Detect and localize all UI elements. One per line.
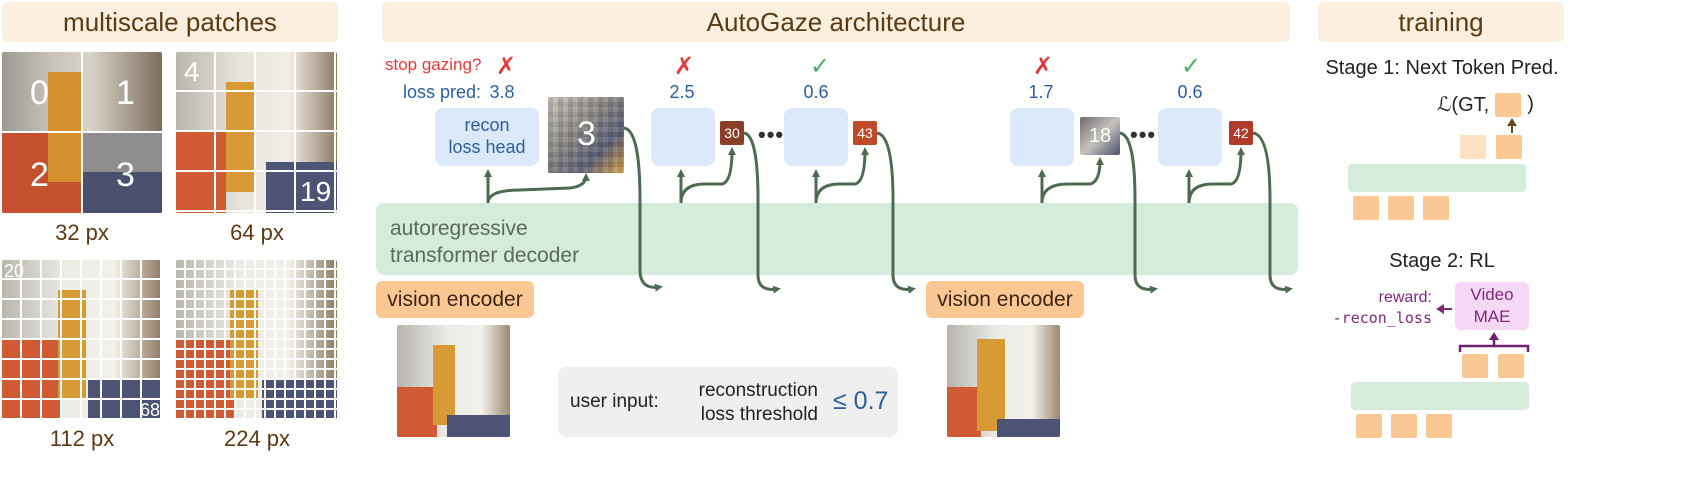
threshold-label: reconstruction loss threshold — [676, 379, 818, 427]
input-token — [1356, 414, 1382, 438]
threshold-label-line1: reconstruction — [698, 380, 818, 401]
patch-number: 4 — [184, 56, 200, 87]
user-input-box: user input: reconstruction loss threshol… — [558, 367, 898, 437]
vision-encoder: vision encoder — [926, 281, 1084, 318]
stop-no-mark: ✗ — [674, 53, 695, 80]
selected-patch: 18 — [1080, 117, 1120, 155]
stage2-decoder — [1351, 382, 1529, 410]
loss-pred-label: loss pred: — [403, 82, 482, 102]
mae-label-line1: Video — [1470, 285, 1514, 304]
stage2-label: Stage 2: RL — [1389, 250, 1495, 272]
loss-formula-suffix: ) — [1527, 93, 1534, 115]
selected-patch: 42 — [1229, 121, 1253, 145]
output-token — [1460, 135, 1486, 159]
input-token — [1353, 196, 1379, 220]
patch-size-label: 64 px — [230, 220, 284, 245]
patch-number: 19 — [300, 176, 332, 207]
stop-no-mark: ✗ — [496, 53, 517, 80]
loss-head-box — [1158, 108, 1222, 166]
up-arrow-icon — [1507, 118, 1517, 126]
patch-tile-224px — [176, 260, 337, 420]
threshold-label-line2: loss threshold — [700, 404, 818, 425]
mae-label-line2: MAE — [1473, 307, 1511, 326]
left-arrow-stem — [1443, 308, 1452, 310]
patch-tile-112px: 20 68 — [2, 260, 162, 420]
loss-head-box — [651, 108, 715, 166]
loss-pred-value: 3.8 — [489, 82, 515, 102]
patch-number: 20 — [4, 261, 25, 281]
vision-encoder: vision encoder — [376, 281, 534, 318]
reward-label: reward: -recon_loss — [1320, 288, 1432, 328]
patch-number: 2 — [30, 156, 49, 194]
patch-number: 1 — [116, 74, 135, 112]
loss-head-box — [784, 108, 848, 166]
loss-formula-prefix: ℒ(GT, — [1437, 94, 1490, 116]
patch-tile-32px: 0 1 2 3 — [2, 52, 162, 213]
stop-no-mark: ✗ — [1033, 53, 1054, 80]
left-arrow-icon — [1436, 304, 1444, 314]
ellipsis: ••• — [1130, 122, 1157, 147]
loss-pred-value: 2.5 — [669, 82, 695, 102]
selected-patch: 3 — [548, 97, 624, 173]
input-token — [1391, 414, 1417, 438]
stage1-label: Stage 1: Next Token Pred. — [1325, 57, 1559, 79]
architecture-panel-title: AutoGaze architecture — [382, 2, 1290, 42]
loss-head-box — [1010, 108, 1074, 166]
output-token — [1498, 354, 1524, 378]
patch-size-label: 32 px — [55, 220, 109, 245]
selected-patch: 43 — [853, 121, 877, 145]
target-token — [1495, 92, 1522, 117]
input-token — [1423, 196, 1449, 220]
patches-panel-title: multiscale patches — [2, 2, 338, 42]
patch-size-label: 224 px — [223, 426, 291, 451]
recon-loss-head-line1: recon — [464, 115, 510, 135]
patch-size-label: 112 px — [49, 426, 115, 451]
loss-pred-value: 0.6 — [1177, 82, 1203, 102]
output-token — [1496, 135, 1522, 159]
threshold-value: ≤ 0.7 — [833, 387, 889, 415]
input-token — [1388, 196, 1414, 220]
video-mae-box: Video MAE — [1455, 282, 1529, 330]
input-video-frame — [397, 325, 510, 437]
ellipsis: ••• — [758, 122, 785, 147]
loss-pred-value: 0.6 — [803, 82, 829, 102]
training-panel-title: training — [1318, 2, 1564, 42]
selected-patch: 30 — [720, 121, 744, 145]
loss-formula: ℒ(GT, ) — [1437, 92, 1534, 117]
recon-loss-head: recon loss head — [435, 108, 539, 166]
input-token — [1426, 414, 1452, 438]
patch-number: 68 — [140, 400, 161, 420]
patch-number: 0 — [30, 74, 49, 112]
loss-pred-value: 1.7 — [1028, 82, 1054, 102]
stage1-decoder — [1348, 164, 1526, 192]
output-token — [1462, 354, 1488, 378]
patch-number: 3 — [116, 156, 135, 194]
autoregressive-decoder: autoregressive transformer decoder — [376, 203, 1298, 275]
decoder-label-line1: autoregressive — [390, 217, 528, 240]
patch-number: 3 — [577, 115, 596, 153]
stop-gazing-label: stop gazing? — [385, 55, 482, 74]
recon-loss-head-line2: loss head — [448, 137, 526, 157]
patch-tile-64px: 4 19 — [176, 52, 337, 213]
stop-yes-mark: ✓ — [810, 53, 831, 80]
up-arrow-stem — [1511, 125, 1513, 133]
user-input-label: user input: — [570, 391, 659, 412]
input-video-frame — [947, 325, 1060, 437]
reward-label-line1: reward: — [1378, 289, 1432, 306]
decoder-label-line2: transformer decoder — [390, 244, 580, 267]
reward-value: -recon_loss — [1332, 309, 1432, 327]
stop-yes-mark: ✓ — [1181, 53, 1202, 80]
